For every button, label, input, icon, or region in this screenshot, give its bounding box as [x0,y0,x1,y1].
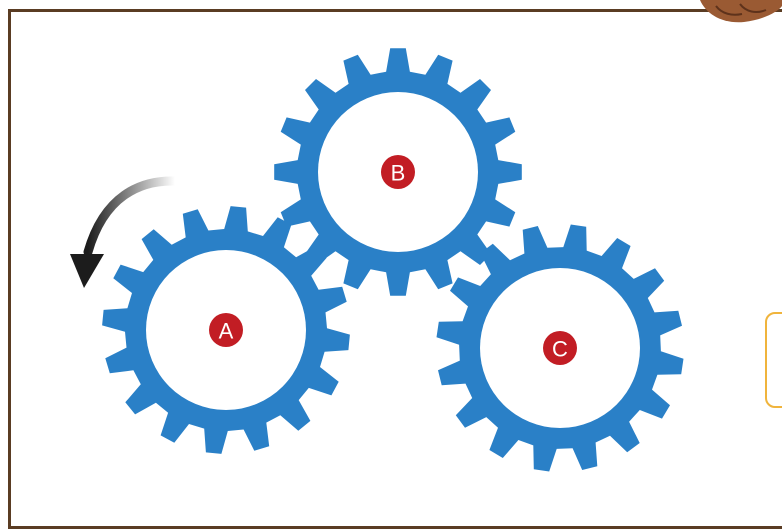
gear-b-label: B [391,161,406,186]
gear-c-label: C [552,337,568,362]
rotation-arrow [70,176,180,288]
gear-b-badge [381,155,415,189]
gear-c: C [436,224,684,472]
gear-a-badge [209,313,243,347]
side-panel-box [765,312,782,408]
gear-b: B [274,48,522,296]
hand-icon [700,0,782,23]
gear-diagram: A B C [70,0,782,472]
gear-a-label: A [219,319,234,344]
gear-c-badge [543,331,577,365]
gear-a: A [102,206,350,454]
gear-diagram-stage: A B C [8,0,782,529]
